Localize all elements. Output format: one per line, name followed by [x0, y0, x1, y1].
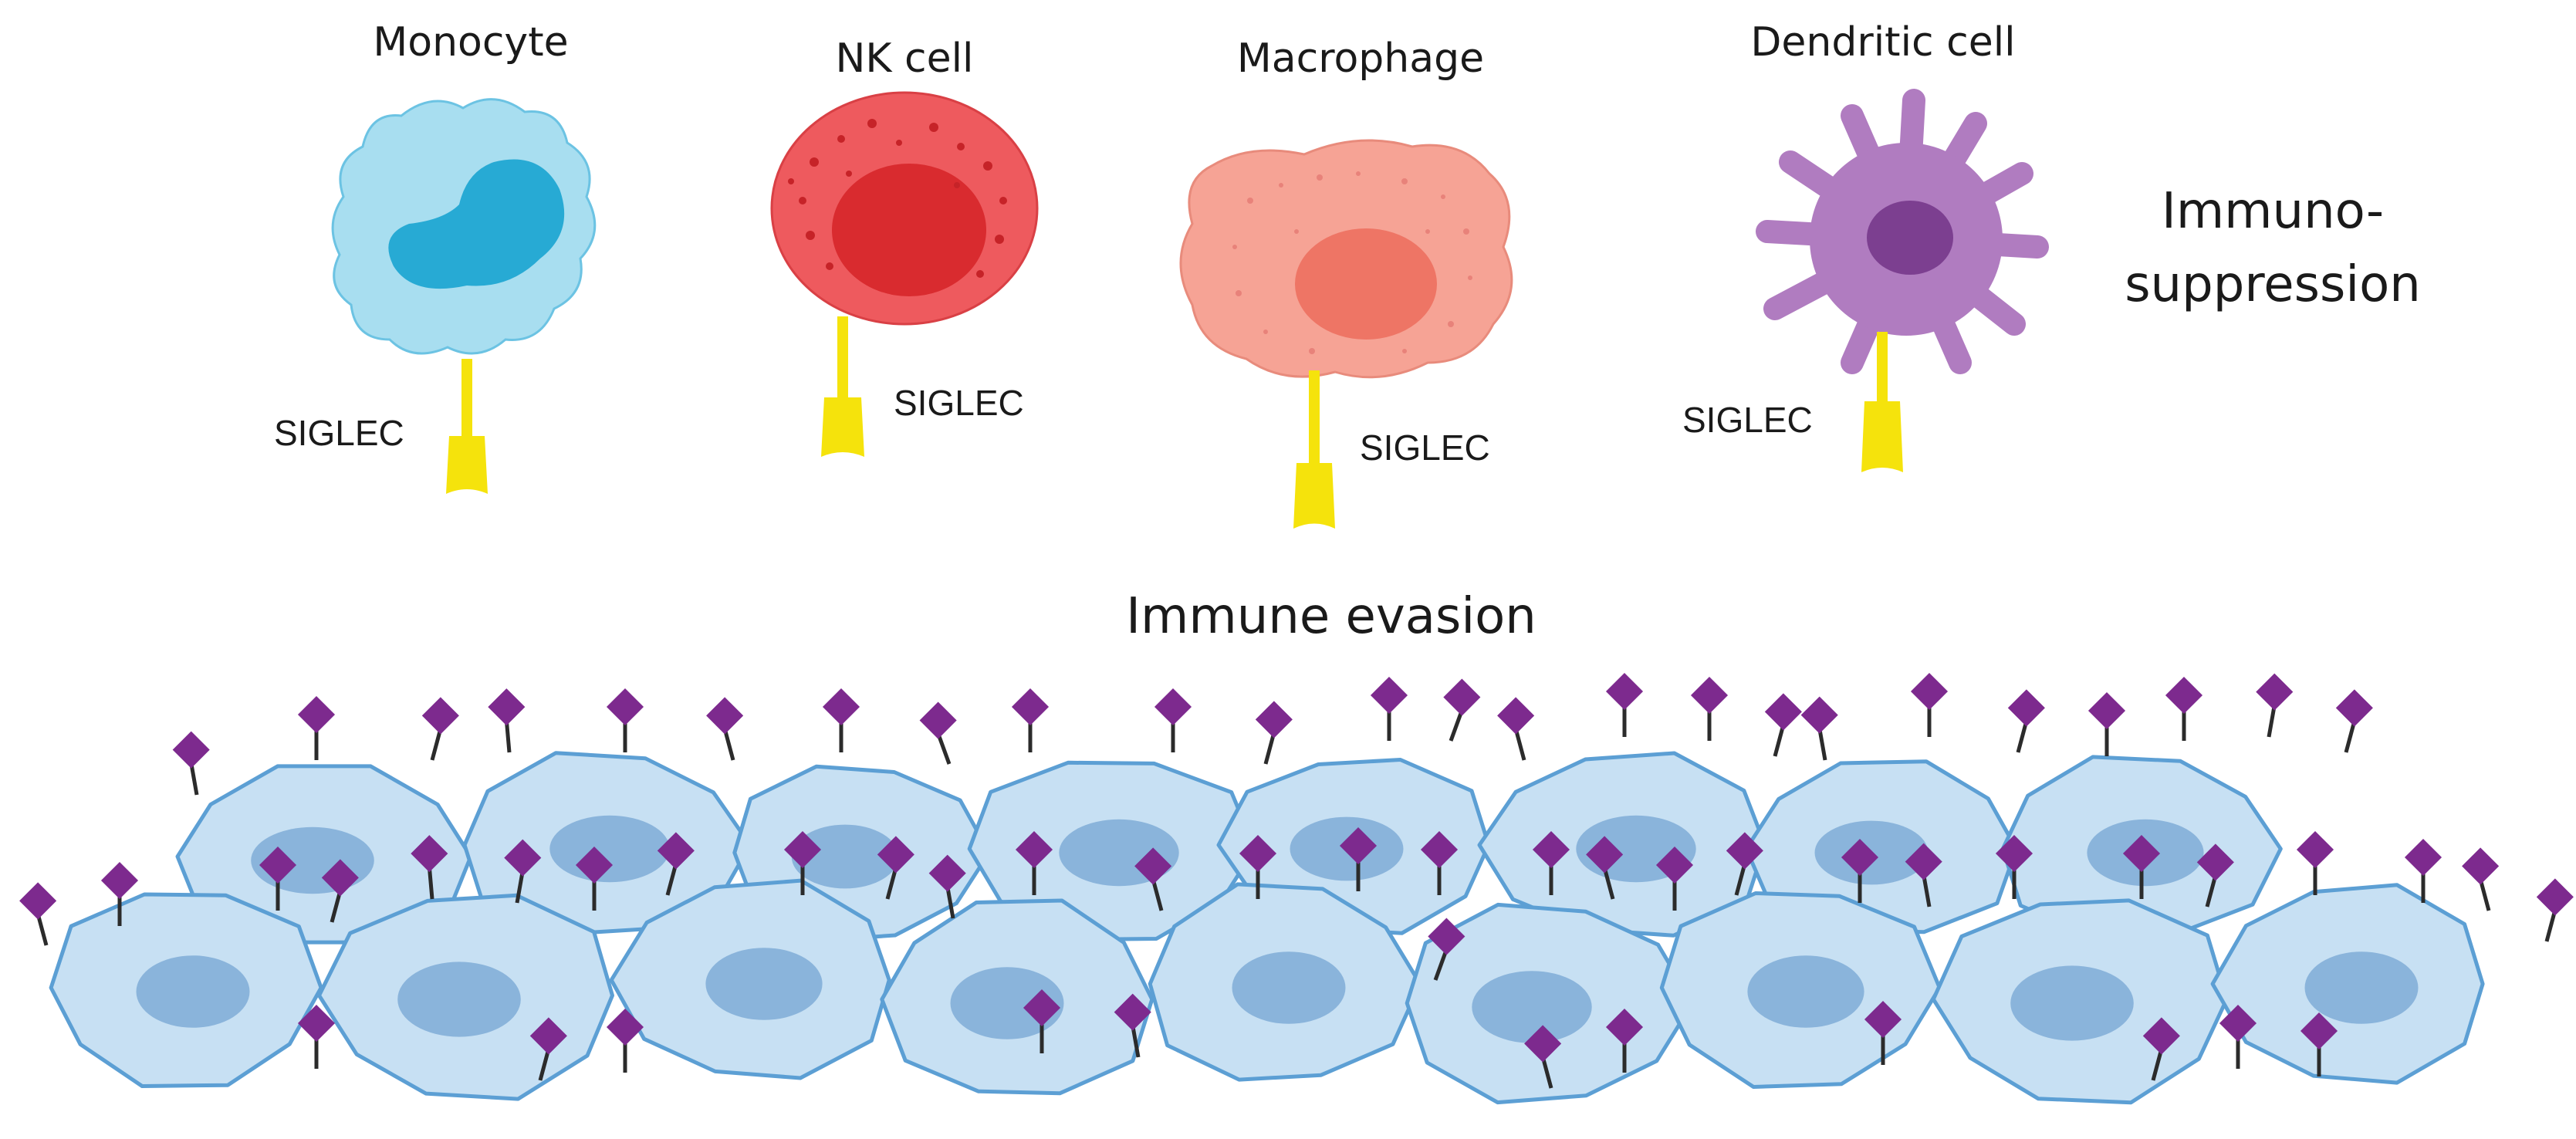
- tumor-cell-nucleus: [1232, 951, 1346, 1024]
- sialic-acid-glycan: [2142, 1017, 2180, 1081]
- tumor-cell-nucleus: [950, 967, 1064, 1039]
- sialic-acid-glycan: [297, 695, 336, 760]
- tumor-cell-nucleus: [791, 824, 899, 889]
- sialic-acid-glycan: [2122, 834, 2161, 899]
- tumor-cell: [1405, 902, 1695, 1105]
- sialic-acid-glycan: [2165, 676, 2203, 741]
- macrophage-siglec-receptor: [1293, 370, 1335, 529]
- macrophage-title: Macrophage: [1237, 35, 1484, 82]
- sialic-acid-glycan: [1841, 838, 1879, 903]
- sialic-acid-glycan: [1655, 846, 1694, 911]
- sialic-acid-glycan: [1605, 1008, 1644, 1073]
- tumor-cell: [1744, 759, 2019, 935]
- tumor-cell-layer: [49, 751, 2485, 1105]
- sialic-acid-glycan: [1690, 676, 1729, 741]
- sialic-acid-glycan: [1255, 701, 1293, 765]
- nk-cell-nucleus: [832, 164, 986, 296]
- nk-cell-title: NK cell: [835, 35, 973, 82]
- nk-cell: NK cell SIGLEC: [770, 35, 1039, 457]
- tumor-cell-nucleus: [2304, 951, 2419, 1024]
- sialic-acid-glycan: [2007, 689, 2045, 753]
- tumor-cell: [1148, 882, 1422, 1082]
- sialic-acid-glycan: [1370, 676, 1408, 741]
- sialic-acid-glycan: [2219, 1004, 2257, 1069]
- macrophage-siglec-label: SIGLEC: [1360, 428, 1490, 468]
- sialic-acid-glycan: [1011, 688, 1050, 752]
- dendritic-cell-title: Dendritic cell: [1750, 19, 2015, 66]
- dendritic-cell-siglec-receptor: [1861, 332, 1903, 472]
- sialic-acid-glycan: [1764, 693, 1802, 757]
- macrophage-nucleus: [1295, 228, 1437, 340]
- sialic-acid-glycan: [172, 731, 210, 796]
- sialic-acid-glycan: [2404, 838, 2442, 903]
- tumor-cell-nucleus: [136, 955, 250, 1028]
- sialic-acid-glycan: [606, 688, 644, 752]
- monocyte-siglec-label: SIGLEC: [274, 413, 404, 453]
- immunosuppression-label-line1: Immuno-: [2162, 183, 2384, 240]
- macrophage-granules: [1232, 171, 1472, 354]
- immunosuppression-label-line2: suppression: [2125, 256, 2421, 313]
- sialic-acid-glycan: [488, 688, 526, 753]
- tumor-cell: [1931, 898, 2229, 1105]
- sialic-acid-glycan: [1800, 696, 1838, 761]
- sialic-acid-glycan: [2300, 1012, 2338, 1076]
- tumor-cell: [317, 893, 614, 1101]
- tumor-cell-nucleus: [705, 948, 823, 1020]
- monocyte-title: Monocyte: [373, 19, 568, 66]
- immune-evasion-label: Immune evasion: [1126, 588, 1536, 645]
- sialic-acid-glycan: [2256, 673, 2294, 738]
- tumor-cell-nucleus: [549, 815, 670, 883]
- sialic-acid-glycan: [2462, 847, 2500, 911]
- tumor-cell-nucleus: [397, 962, 521, 1037]
- tumor-cell: [462, 751, 752, 937]
- tumor-cell: [609, 878, 891, 1080]
- tumor-cell-nucleus: [1472, 971, 1592, 1043]
- sialic-acid-glycan: [421, 697, 459, 761]
- monocyte: Monocyte SIGLEC: [274, 19, 597, 494]
- sialic-acid-glycan: [2536, 878, 2574, 942]
- sialic-acid-glycan: [2196, 843, 2234, 907]
- sialic-acid-glycan: [822, 688, 860, 752]
- tumor-cell: [2210, 883, 2485, 1085]
- sialic-acid-glycan: [1605, 672, 1644, 737]
- sialic-acid-glycan: [19, 882, 57, 946]
- sialic-acid-glycan: [2296, 830, 2334, 895]
- sialic-acid-glycan: [919, 701, 957, 765]
- sialic-acid-glycan: [1586, 836, 1624, 900]
- dendritic-cell: Dendritic cell SIGLEC: [1682, 19, 2049, 472]
- nk-cell-siglec-receptor: [821, 316, 864, 457]
- sialic-acid-glycan: [1443, 678, 1481, 742]
- dendritic-cell-siglec-label: SIGLEC: [1682, 400, 1813, 440]
- sialic-acid-glycan: [706, 697, 744, 761]
- dendritic-cell-nucleus: [1867, 201, 1953, 275]
- sialic-acid-glycan: [1864, 1000, 1902, 1065]
- sialic-acid-glycan: [1497, 697, 1535, 761]
- sialic-acid-glycan: [2335, 689, 2373, 753]
- nk-cell-siglec-label: SIGLEC: [894, 383, 1024, 423]
- tumor-cell: [49, 892, 323, 1088]
- macrophage: Macrophage SIGLEC: [1179, 35, 1513, 529]
- sialic-acid-glycan: [1905, 843, 1942, 907]
- tumor-cell-nucleus: [1747, 955, 1864, 1028]
- tumor-cell-nucleus: [2010, 965, 2134, 1041]
- tumor-cell: [1659, 891, 1942, 1089]
- monocyte-nucleus: [388, 159, 565, 289]
- monocyte-siglec-receptor: [446, 359, 488, 494]
- sialic-acid-glycan: [1154, 688, 1192, 752]
- sialic-acid-glycan: [1995, 834, 2033, 899]
- tumor-cell: [880, 898, 1154, 1096]
- sialic-acid-glycan: [2088, 691, 2126, 756]
- nk-cell-granules: [788, 119, 1007, 278]
- sialic-acid-glycan: [1910, 672, 1949, 737]
- sialic-acid-glycan: [1726, 832, 1763, 896]
